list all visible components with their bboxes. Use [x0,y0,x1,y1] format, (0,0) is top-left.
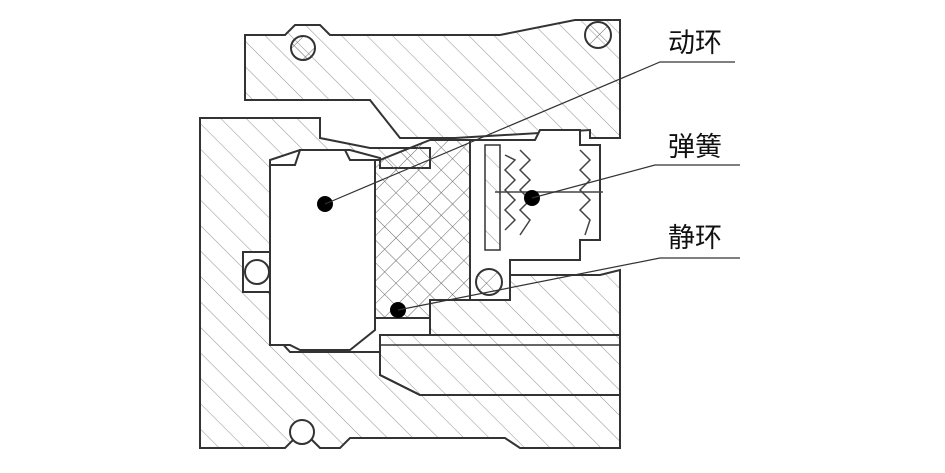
rotating-ring-label: 动环 [668,28,722,59]
o-ring-top-right [584,21,612,49]
rotating-ring-leader [324,61,735,205]
shaft-sleeve [379,334,621,396]
rotating-ring [269,149,376,351]
spring-coils [495,149,603,236]
stationary-ring-label: 静环 [668,223,722,254]
o-ring-top-left [290,35,316,61]
spring-leader [531,164,740,199]
o-ring-left [242,251,271,293]
o-ring-bottom [289,419,315,445]
spring-retainer [484,144,501,251]
stationary-ring-leader [397,257,740,311]
spring-label: 弹簧 [668,132,722,163]
o-ring-seat [475,268,503,296]
stationary-ring [374,139,471,319]
